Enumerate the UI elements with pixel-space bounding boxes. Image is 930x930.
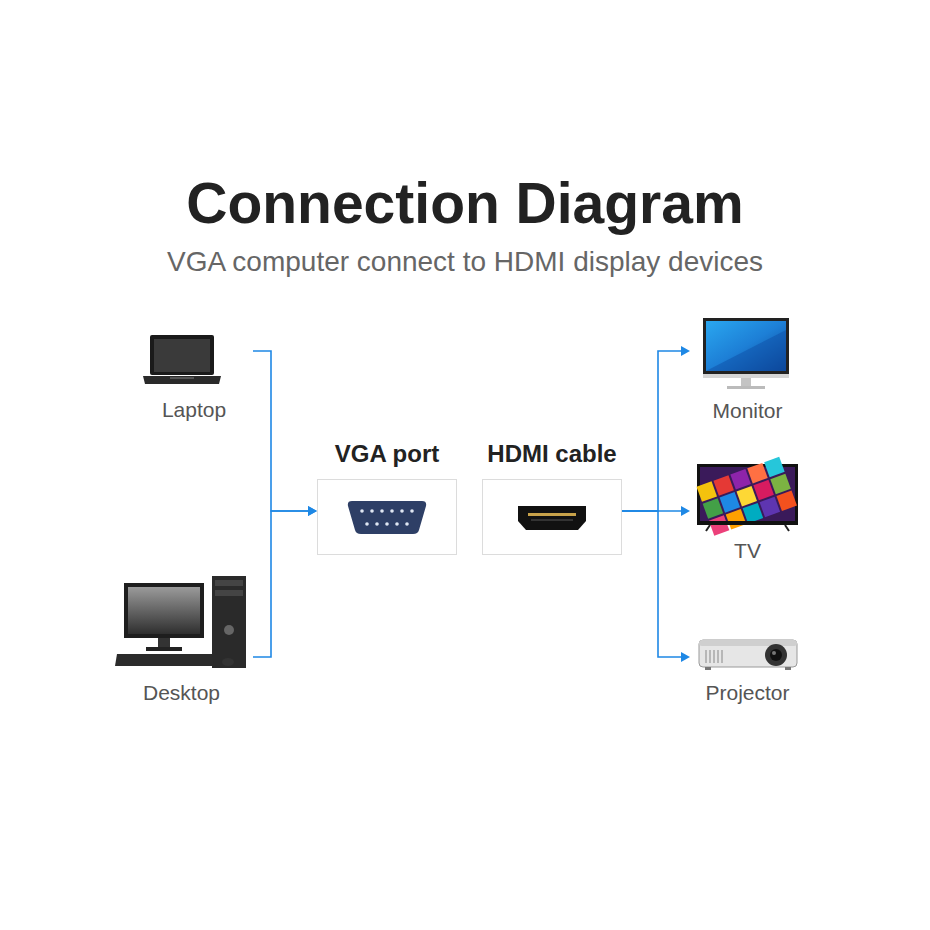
- vga-connector-icon: [348, 501, 426, 534]
- monitor-icon: [703, 318, 789, 389]
- bracket-connector: [253, 506, 317, 657]
- box-heading: VGA port: [298, 440, 476, 468]
- device-node: Monitor: [690, 312, 805, 423]
- bracket-connector: [622, 511, 690, 662]
- diagram-title: Connection Diagram: [0, 170, 930, 236]
- device-node: Desktop: [110, 570, 253, 705]
- subtitle: VGA computer connect to HDMI display dev…: [0, 246, 930, 278]
- projector-icon: [699, 640, 797, 670]
- device-node: Laptop: [135, 330, 253, 422]
- device-label: Projector: [705, 681, 789, 705]
- bracket-connector: [622, 346, 690, 511]
- laptop-icon: [143, 335, 221, 384]
- bracket-connector: [253, 351, 317, 516]
- connector-box: HDMI cable: [482, 479, 622, 555]
- device-label: Desktop: [143, 681, 220, 705]
- box-heading: HDMI cable: [463, 440, 641, 468]
- device-label: Laptop: [162, 398, 226, 422]
- device-label: Monitor: [712, 399, 782, 423]
- hdmi-connector-icon: [518, 506, 586, 530]
- connector-box: VGA port: [317, 479, 457, 555]
- device-label: TV: [734, 539, 761, 563]
- tv-icon: [697, 457, 798, 536]
- desktop-icon: [115, 576, 246, 668]
- device-node: TV: [690, 458, 805, 563]
- device-node: Projector: [690, 628, 805, 705]
